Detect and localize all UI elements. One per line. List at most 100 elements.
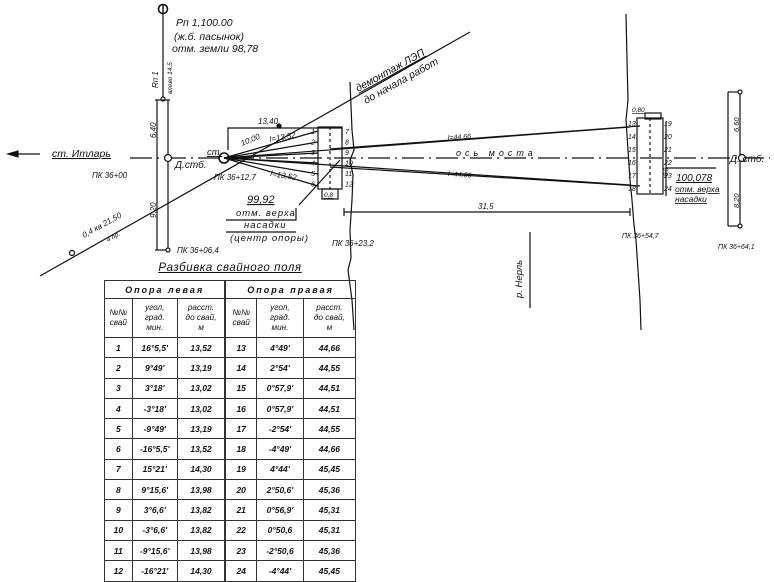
table-cell: -16°5,5': [131, 438, 178, 460]
table-cell: 21: [224, 499, 258, 521]
pk-start-label: ПК 36+00: [92, 171, 128, 180]
span-label: 31,5: [478, 202, 494, 211]
table-cell: 22: [224, 519, 258, 541]
table-cell: 44,66: [302, 438, 357, 460]
right-riverbank: [625, 13, 642, 331]
pile-number: 12: [345, 182, 353, 189]
column-header: угол, град. мин.: [256, 298, 304, 338]
column-header: расст. до свай, м: [176, 298, 226, 338]
pile-number: 24: [663, 186, 672, 193]
table-cell: 14: [224, 357, 258, 379]
table-cell: 16°5,5': [131, 336, 178, 359]
table-cell: 4°49': [256, 336, 304, 359]
table-cell: 6: [104, 438, 133, 460]
pile-number: 15: [628, 147, 636, 154]
left-pier-station-label: ст.: [207, 147, 222, 158]
table-cell: 13,52: [176, 438, 226, 460]
left-pier-pk-center: ПК 36+12,7: [214, 173, 256, 182]
left-pier-len-lower: l=13,52: [270, 169, 298, 182]
table-cell: 24: [224, 560, 258, 582]
table-cell: 20: [224, 479, 258, 501]
table-cell: -4°49': [256, 438, 304, 460]
table-cell: 44,55: [302, 418, 357, 440]
right-pier-side-dim: 0,8: [664, 167, 670, 176]
table-cell: 15°21': [131, 458, 178, 481]
pile-number: 14: [628, 134, 636, 141]
left-dim-bottom: 9,20: [149, 202, 158, 218]
left-pier-len-upper: l=13,52: [269, 130, 297, 144]
table-cell: 5: [104, 418, 133, 440]
benchmark-type: (ж.б. пасынок): [174, 31, 244, 43]
table-cell: 0°56,9': [256, 499, 304, 521]
left-pole-label: Д.стб.: [174, 159, 207, 171]
left-pier-dim-offset: 13,40: [258, 117, 279, 126]
right-dim-top: 6,60: [732, 117, 741, 132]
right-pole-label: Д. стб.: [729, 153, 764, 165]
table-cell: 0°50,6: [256, 519, 304, 541]
left-pier-elevation: 99,92: [247, 194, 275, 206]
pile-number: 11: [345, 171, 352, 178]
pile-layout-drawing: Рп 1,100.00 (ж.б. пасынок) отм. земли 98…: [5, 3, 770, 331]
table-cell: 11: [104, 539, 133, 562]
table-cell: -2°54': [256, 418, 304, 440]
group-left-header: Опора левая: [104, 280, 226, 299]
benchmark-label: Рп 1,100.00: [176, 17, 233, 29]
table-cell: 15: [224, 377, 258, 399]
river-label: р. Нерль: [514, 260, 525, 299]
bridge-axis-label: ось моста: [456, 148, 537, 158]
table-cell: 13,02: [176, 377, 226, 399]
table-cell: 2°54': [256, 357, 304, 379]
table-cell: 13,82: [176, 499, 226, 521]
right-pk: ПК 36+64,1: [718, 244, 755, 251]
table-cell: 44,66: [302, 336, 357, 359]
table-cell: 3°6,6': [131, 499, 178, 521]
table-cell: 3: [104, 377, 133, 399]
benchmark-ground-elevation: отм. земли 98,78: [172, 43, 258, 55]
table-cell: -3°18': [131, 397, 178, 420]
table-cell: 2°50,6': [256, 479, 304, 501]
column-header: расст. до свай, м: [302, 298, 357, 338]
left-pier-elev-note2: насадки: [244, 220, 287, 231]
table-cell: 17: [224, 418, 258, 440]
table-cell: 13,98: [176, 479, 226, 501]
pile-number: 21: [663, 147, 672, 154]
pile-number: 10: [345, 161, 353, 168]
table-cell: 18: [224, 438, 258, 460]
table-cell: 45,45: [302, 560, 357, 582]
column-header: угол, град. мин.: [131, 298, 178, 338]
table-cell: 13,52: [176, 336, 226, 359]
group-right-header: Опора правая: [224, 280, 357, 299]
table-cell: 45,31: [302, 519, 357, 541]
table-cell: 2: [104, 357, 133, 379]
column-header: №№ свай: [104, 298, 133, 338]
arrow-head-icon: [5, 150, 19, 158]
left-pier-gap: 0,8: [324, 192, 333, 199]
left-pier-pk: ПК 36+23,2: [332, 239, 374, 248]
right-pier-pk: ПК 36+54,7: [622, 233, 660, 240]
right-pier-elevation: 100,078: [676, 173, 713, 184]
table-cell: 13,82: [176, 519, 226, 541]
table-cell: 9: [104, 499, 133, 521]
table-cell: 19: [224, 458, 258, 481]
table-cell: -2°50,6: [256, 539, 304, 562]
table-cell: 14,30: [176, 560, 226, 582]
table-cell: 13: [224, 336, 258, 359]
pile-number: 6: [311, 182, 315, 189]
pile-number: 8: [345, 140, 349, 147]
table-cell: 44,51: [302, 397, 357, 420]
direction-label: ст. Итларь: [52, 148, 111, 160]
left-dim-top: 6,40: [149, 122, 158, 138]
table-cell: 23: [224, 539, 258, 562]
pile-number: 2: [310, 140, 315, 147]
table-cell: 1: [104, 336, 133, 359]
column-header: №№ свай: [224, 298, 258, 338]
pile-number: 5: [311, 171, 315, 178]
